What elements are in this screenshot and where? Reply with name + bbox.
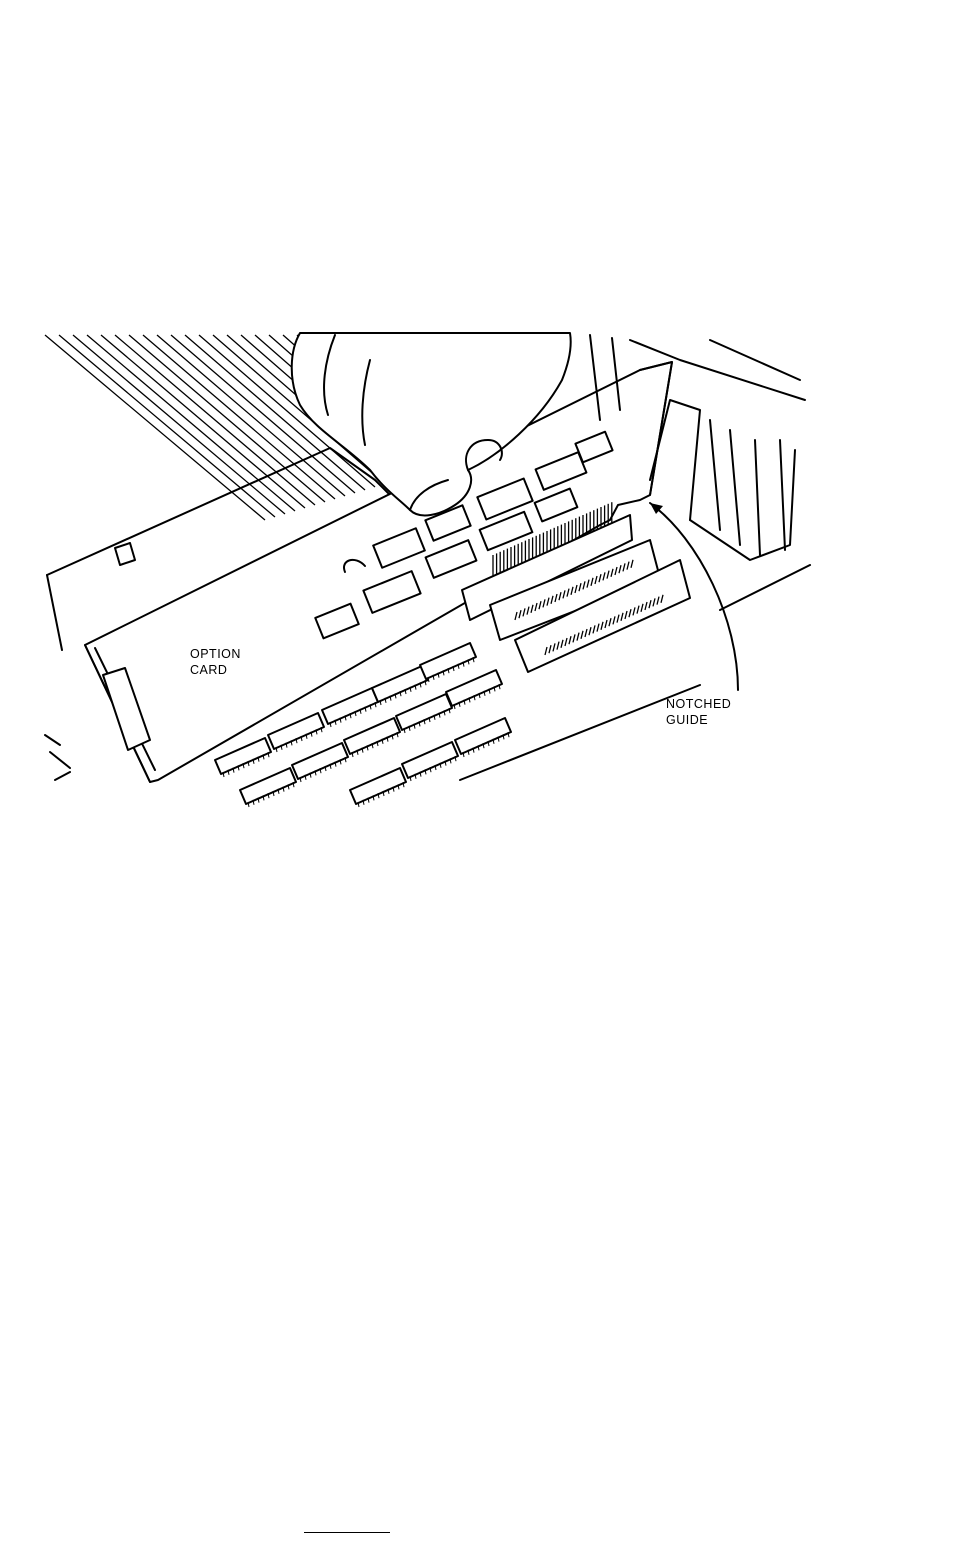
notched-guide-label-line2: GUIDE [666, 713, 708, 727]
footer-rule [304, 1532, 390, 1533]
notched-guide-label-line1: NOTCHED [666, 697, 731, 711]
option-card-label-line2: CARD [190, 663, 227, 677]
option-card-label-line1: OPTION [190, 647, 241, 661]
